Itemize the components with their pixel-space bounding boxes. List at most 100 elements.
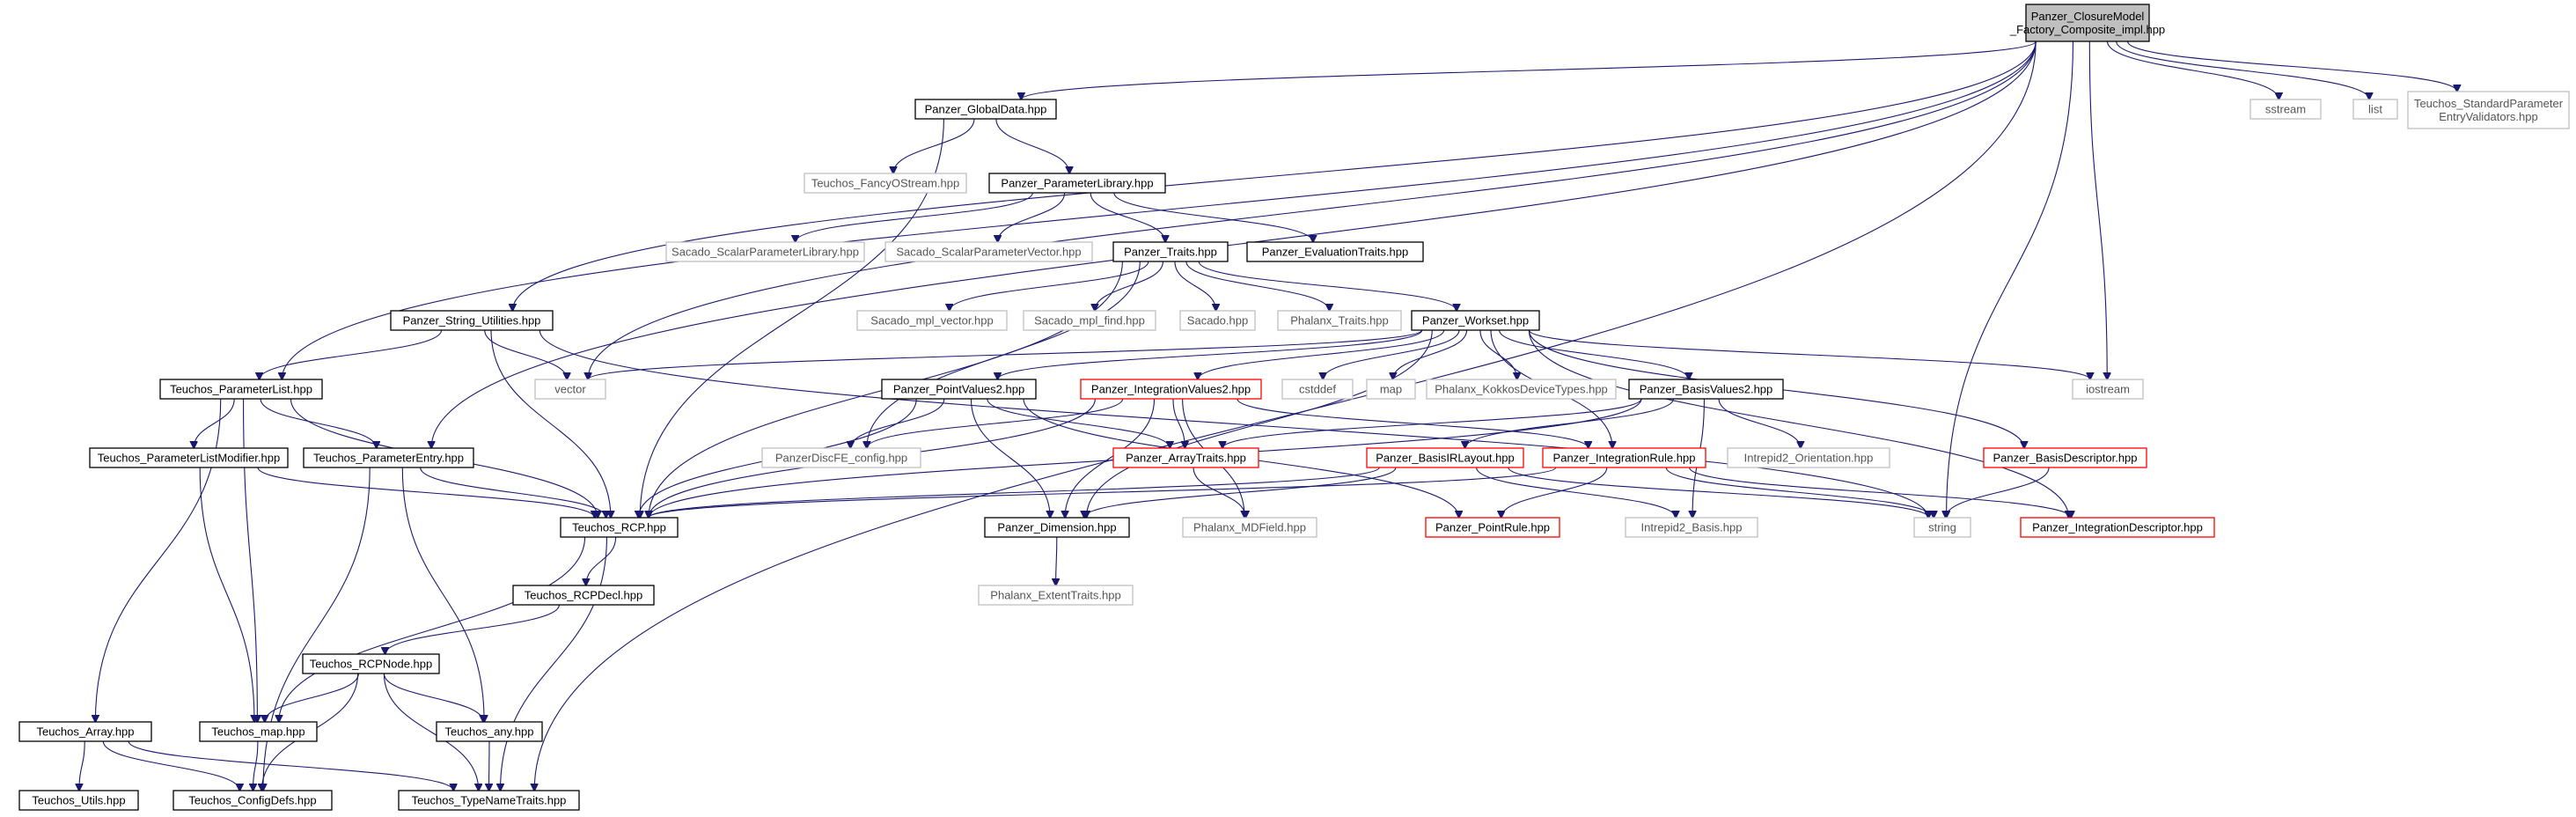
node-type-name-traits[interactable]: Teuchos_TypeNameTraits.hpp	[398, 790, 580, 811]
node-teuchos-any[interactable]: Teuchos_any.hpp	[436, 721, 543, 742]
node-box	[2407, 91, 2570, 129]
node-string-utilities[interactable]: Panzer_String_Utilities.hpp	[390, 310, 554, 331]
node-mdfield[interactable]: Phalanx_MDField.hpp	[1182, 517, 1317, 538]
node-fancy-ostream[interactable]: Teuchos_FancyOStream.hpp	[804, 173, 967, 194]
edge-line	[534, 40, 2037, 791]
node-array-traits[interactable]: Panzer_ArrayTraits.hpp	[1112, 447, 1259, 468]
edge-workset-to-point-values2	[998, 329, 1423, 379]
edge-line	[1479, 329, 1517, 379]
node-label: Panzer_String_Utilities.hpp	[403, 314, 541, 328]
edge-line	[1198, 261, 1457, 311]
edge-line	[970, 398, 1050, 518]
node-discfe-config[interactable]: PanzerDiscFE_config.hpp	[761, 447, 921, 468]
edge-rcp-to-type-name-traits	[501, 536, 607, 791]
node-sstream[interactable]: sstream	[2249, 99, 2322, 120]
node-integration-rule[interactable]: Panzer_IntegrationRule.hpp	[1542, 447, 1706, 468]
node-label: Teuchos_ParameterList.hpp	[170, 383, 312, 396]
node-box	[1277, 310, 1402, 331]
node-kokkos-device-types[interactable]: Phalanx_KokkosDeviceTypes.hpp	[1426, 379, 1617, 400]
edge-line	[95, 398, 222, 722]
edge-line	[128, 740, 453, 791]
edge-line	[383, 673, 478, 791]
node-evaluation-traits[interactable]: Panzer_EvaluationTraits.hpp	[1246, 241, 1424, 262]
edge-line	[796, 192, 1033, 242]
node-teuchos-array[interactable]: Teuchos_Array.hpp	[18, 721, 152, 742]
node-teuchos-map[interactable]: Teuchos_map.hpp	[199, 721, 318, 742]
node-mpl-find[interactable]: Sacado_mpl_find.hpp	[1023, 310, 1156, 331]
node-mpl-vector[interactable]: Sacado_mpl_vector.hpp	[856, 310, 1008, 331]
node-config-defs[interactable]: Teuchos_ConfigDefs.hpp	[172, 790, 333, 811]
node-dimension[interactable]: Panzer_Dimension.hpp	[984, 517, 1130, 538]
node-label: Panzer_BasisDescriptor.hpp	[1993, 452, 2137, 465]
node-basis-descriptor[interactable]: Panzer_BasisDescriptor.hpp	[1983, 447, 2147, 468]
edge-root-to-param-entry	[431, 40, 2037, 448]
edge-param-library-to-evaluation-traits	[1113, 192, 1313, 242]
node-label: string	[1928, 521, 1956, 534]
node-box	[1182, 517, 1317, 538]
node-extent-traits[interactable]: Phalanx_ExtentTraits.hpp	[978, 585, 1134, 606]
node-string[interactable]: string	[1913, 517, 1971, 538]
node-box	[2249, 99, 2322, 120]
edge-basis-values2-to-array-traits	[1222, 398, 1642, 448]
node-box	[560, 517, 679, 538]
node-point-values2[interactable]: Panzer_PointValues2.hpp	[881, 379, 1037, 400]
edge-line	[1222, 398, 1642, 448]
node-label: Teuchos_map.hpp	[211, 725, 305, 739]
node-scalar-param-vector[interactable]: Sacado_ScalarParameterVector.hpp	[884, 241, 1093, 262]
node-cstddef[interactable]: cstddef	[1281, 379, 1354, 400]
node-box	[988, 173, 1166, 194]
node-param-list-modifier[interactable]: Teuchos_ParameterListModifier.hpp	[89, 447, 289, 468]
node-box	[303, 447, 474, 468]
node-label: Teuchos_ParameterEntry.hpp	[313, 452, 464, 465]
node-box	[18, 721, 152, 742]
node-basis-values2[interactable]: Panzer_BasisValues2.hpp	[1628, 379, 1784, 400]
node-rcp-node[interactable]: Teuchos_RCPNode.hpp	[302, 653, 440, 674]
node-integration-values2[interactable]: Panzer_IntegrationValues2.hpp	[1080, 379, 1262, 400]
edge-rcp-to-rcp-decl	[586, 536, 617, 585]
edge-line	[260, 329, 443, 379]
edge-param-library-to-traits	[1090, 192, 1165, 242]
edge-line	[385, 604, 560, 654]
edge-line	[1665, 467, 1934, 518]
node-traits[interactable]: Panzer_Traits.hpp	[1112, 241, 1229, 262]
edge-line	[1185, 261, 1330, 311]
node-integration-descriptor[interactable]: Panzer_IntegrationDescriptor.hpp	[2020, 517, 2215, 538]
edge-line	[383, 673, 483, 722]
node-list[interactable]: list	[2352, 99, 2398, 120]
node-orientation[interactable]: Intrepid2_Orientation.hpp	[1727, 447, 1890, 468]
node-basis-ir-layout[interactable]: Panzer_BasisIRLayout.hpp	[1366, 447, 1524, 468]
node-point-rule[interactable]: Panzer_PointRule.hpp	[1425, 517, 1560, 538]
node-map[interactable]: map	[1366, 379, 1416, 400]
edge-line	[998, 192, 1066, 242]
node-teuchos-utils[interactable]: Teuchos_Utils.hpp	[18, 790, 139, 811]
edge-param-entry-to-config-defs	[263, 467, 371, 791]
edge-line	[1174, 261, 1216, 311]
edge-line	[501, 536, 607, 791]
node-label: iostream	[2086, 383, 2130, 396]
node-param-library[interactable]: Panzer_ParameterLibrary.hpp	[988, 173, 1166, 194]
node-label: Sacado_ScalarParameterLibrary.hpp	[672, 246, 859, 259]
node-box	[1628, 379, 1784, 400]
node-global-data[interactable]: Panzer_GlobalData.hpp	[914, 99, 1057, 120]
node-label: vector	[554, 383, 586, 396]
node-param-list[interactable]: Teuchos_ParameterList.hpp	[159, 379, 323, 400]
node-sacado[interactable]: Sacado.hpp	[1179, 310, 1256, 331]
node-root[interactable]: Panzer_ClosureModel_Factory_Composite_im…	[2009, 4, 2165, 42]
node-intrepid2-basis[interactable]: Intrepid2_Basis.hpp	[1625, 517, 1758, 538]
node-std-param-validators[interactable]: Teuchos_StandardParameterEntryValidators…	[2407, 91, 2570, 129]
node-workset[interactable]: Panzer_Workset.hpp	[1411, 310, 1540, 331]
edge-line	[893, 118, 975, 173]
node-phalanx-traits[interactable]: Phalanx_Traits.hpp	[1277, 310, 1402, 331]
node-box	[89, 447, 289, 468]
node-label: Teuchos_Utils.hpp	[32, 794, 125, 807]
node-param-entry[interactable]: Teuchos_ParameterEntry.hpp	[303, 447, 474, 468]
edge-integration-values2-to-discfe-config	[867, 398, 1124, 448]
node-label: PanzerDiscFE_config.hpp	[775, 452, 907, 465]
node-label: Panzer_PointRule.hpp	[1435, 521, 1550, 534]
node-iostream[interactable]: iostream	[2072, 379, 2144, 400]
node-scalar-param-library[interactable]: Sacado_ScalarParameterLibrary.hpp	[665, 241, 865, 262]
edge-point-values2-to-array-traits	[987, 398, 1171, 448]
node-rcp[interactable]: Teuchos_RCP.hpp	[560, 517, 679, 538]
node-vector[interactable]: vector	[534, 379, 606, 400]
node-rcp-decl[interactable]: Teuchos_RCPDecl.hpp	[512, 585, 655, 606]
